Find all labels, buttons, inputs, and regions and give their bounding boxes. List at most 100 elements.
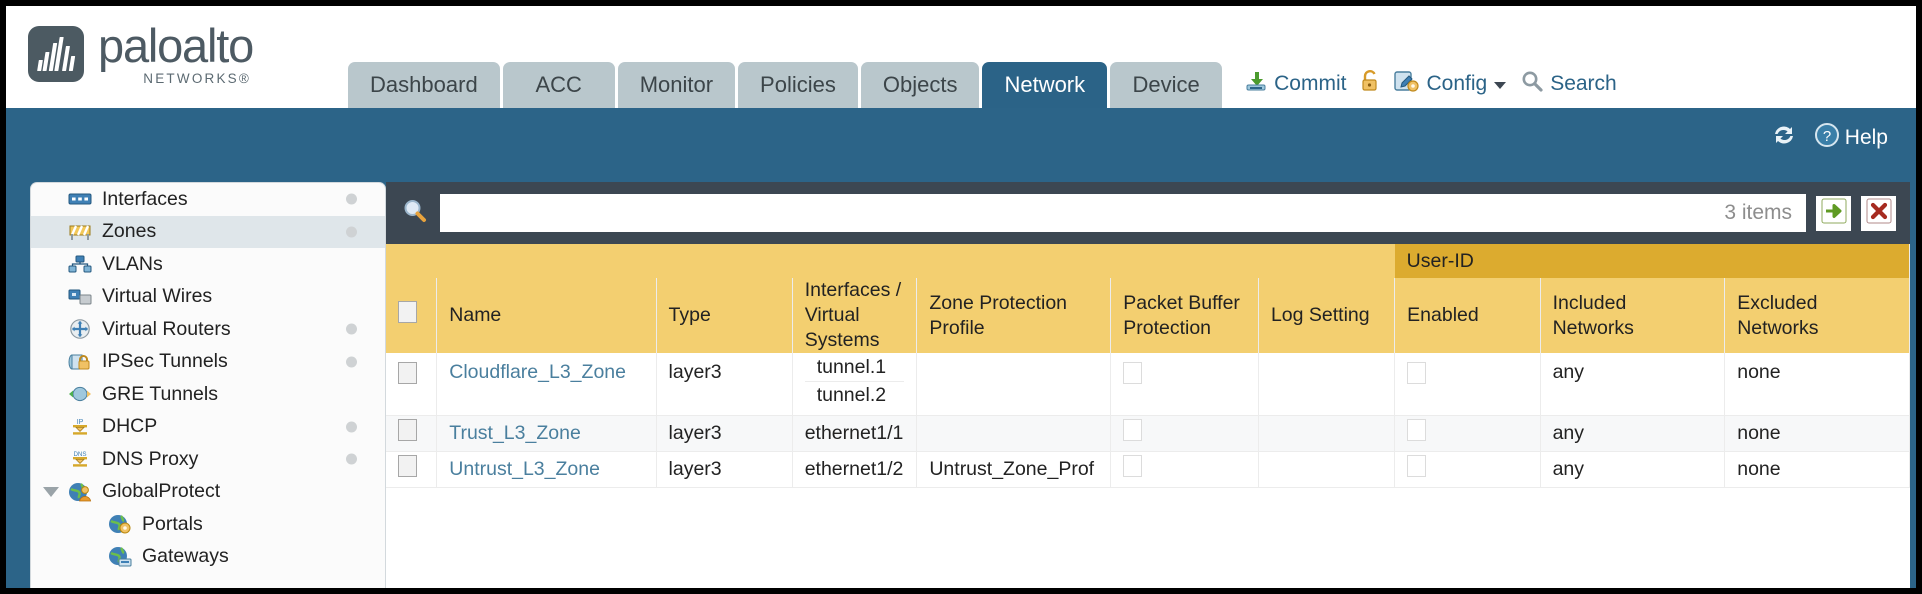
cell-log-setting [1258,415,1396,452]
dhcp-icon: IP [67,417,93,437]
config-icon [1394,69,1420,99]
col-excluded-networks[interactable]: Excluded Networks [1724,278,1910,353]
cell-zone-protection-profile [916,353,1112,416]
sidebar-item-interfaces[interactable]: Interfaces [31,183,385,216]
cell-excluded-networks: none [1724,451,1910,488]
sidebar-item-dns-proxy[interactable]: DNS DNS Proxy [31,443,385,476]
sidebar-item-label: DNS Proxy [102,447,199,470]
packet-buffer-protection-checkbox[interactable] [1123,455,1143,477]
clear-filter-button[interactable] [1861,195,1896,231]
tab-acc[interactable]: ACC [502,62,615,108]
config-menu[interactable]: Config [1394,69,1507,99]
paloalto-logo-icon [28,26,84,82]
portals-icon [107,514,133,534]
userid-enabled-checkbox[interactable] [1407,419,1427,441]
chevron-down-icon[interactable] [43,486,59,497]
top-actions: Commit [1244,69,1617,99]
top-bar: paloalto NETWORKS® Dashboard ACC Monitor… [6,6,1916,108]
tab-network[interactable]: Network [982,62,1108,108]
sidebar-item-indicator [346,193,357,205]
commit-button[interactable]: Commit [1244,69,1346,99]
sidebar-item-indicator [346,226,357,238]
cell-interfaces: ethernet1/1 [792,415,918,452]
gateways-icon [107,546,133,567]
select-all-checkbox[interactable] [398,301,417,323]
brand-name: paloalto [98,19,254,72]
utility-bar: ? Help [6,108,1916,170]
table-row[interactable]: Untrust_L3_Zone layer3 ethernet1/2 Untru… [386,451,1910,488]
sidebar-item-portals[interactable]: Portals [31,508,385,541]
row-select-cell [386,415,438,452]
col-type[interactable]: Type [656,278,793,353]
cell-included-networks: any [1540,451,1726,488]
group-header-row: User-ID [386,244,1910,278]
refresh-icon[interactable] [1770,122,1798,154]
sidebar-item-indicator [346,453,357,465]
sidebar-item-ipsec-tunnels[interactable]: IPSec Tunnels [31,346,385,379]
row-checkbox[interactable] [398,455,417,477]
table-row[interactable]: Trust_L3_Zone layer3 ethernet1/1 any non… [386,415,1910,452]
sidebar-item-virtual-wires[interactable]: Virtual Wires [31,281,385,314]
sidebar-item-label: DHCP [102,415,158,438]
sidebar-item-indicator [346,356,357,368]
row-checkbox[interactable] [398,362,417,384]
cell-packet-buffer-protection [1110,451,1259,488]
commit-label: Commit [1274,72,1347,95]
sidebar-item-virtual-routers[interactable]: Virtual Routers [31,313,385,346]
search-icon[interactable] [400,196,430,231]
zone-name-link[interactable]: Cloudflare_L3_Zone [449,361,626,383]
sidebar-item-zones[interactable]: Zones [31,215,385,248]
dns-proxy-icon: DNS [67,449,93,469]
sidebar-item-vlans[interactable]: VLANs [31,248,385,281]
tab-device[interactable]: Device [1110,62,1223,108]
chevron-down-icon [1493,72,1507,96]
tab-dashboard[interactable]: Dashboard [348,62,500,108]
zones-table-body: Cloudflare_L3_Zone layer3 tunnel.1 tunne… [386,353,1910,488]
clear-x-icon [1866,198,1892,229]
sidebar-item-label: Virtual Wires [102,285,213,308]
row-checkbox[interactable] [398,419,417,441]
cell-excluded-networks: none [1724,415,1910,452]
col-log-setting[interactable]: Log Setting [1258,278,1396,353]
sidebar-item-gre-tunnels[interactable]: GRE Tunnels [31,378,385,411]
search-button[interactable]: Search [1520,69,1617,99]
lock-button[interactable] [1359,69,1381,99]
tab-policies[interactable]: Policies [738,62,858,108]
userid-enabled-checkbox[interactable] [1407,362,1427,384]
sidebar-item-dhcp[interactable]: IP DHCP [31,411,385,444]
sidebar-item-globalprotect[interactable]: GlobalProtect [31,476,385,509]
cell-userid-enabled [1394,451,1541,488]
tab-monitor[interactable]: Monitor [617,62,736,108]
col-included-networks[interactable]: Included Networks [1540,278,1726,353]
sidebar-item-gateways[interactable]: Gateways [31,541,385,574]
search-input[interactable]: 3 items [440,194,1806,232]
group-header-userid: User-ID [1394,244,1910,278]
cell-excluded-networks: none [1724,353,1910,416]
apply-filter-button[interactable] [1816,195,1851,231]
cell-name: Untrust_L3_Zone [436,451,657,488]
col-interfaces[interactable]: Interfaces / Virtual Systems [792,278,918,353]
help-icon: ? [1814,122,1840,154]
table-row[interactable]: Cloudflare_L3_Zone layer3 tunnel.1 tunne… [386,353,1910,416]
ipsec-tunnels-icon [67,352,93,372]
zone-name-link[interactable]: Trust_L3_Zone [449,421,581,444]
cell-interfaces: ethernet1/2 [792,451,918,488]
help-button[interactable]: ? Help [1814,122,1888,154]
col-zone-protection-profile[interactable]: Zone Protection Profile [916,278,1112,353]
col-userid-enabled[interactable]: Enabled [1394,278,1541,353]
gre-tunnels-icon [67,384,93,404]
cell-included-networks: any [1540,353,1726,416]
sidebar-item-label: Portals [142,512,203,535]
col-packet-buffer-protection[interactable]: Packet Buffer Protection [1110,278,1259,353]
userid-enabled-checkbox[interactable] [1407,455,1427,477]
zone-name-link[interactable]: Untrust_L3_Zone [449,457,600,480]
main-navigation: Dashboard ACC Monitor Policies Objects N… [348,62,1223,108]
packet-buffer-protection-checkbox[interactable] [1123,419,1143,441]
packet-buffer-protection-checkbox[interactable] [1123,362,1143,384]
cell-packet-buffer-protection [1110,353,1259,416]
sidebar-item-label: GRE Tunnels [102,382,218,405]
group-header-spacer [386,244,1395,278]
brand-tagline: NETWORKS® [143,71,252,86]
col-name[interactable]: Name [436,278,657,353]
tab-objects[interactable]: Objects [860,62,980,108]
